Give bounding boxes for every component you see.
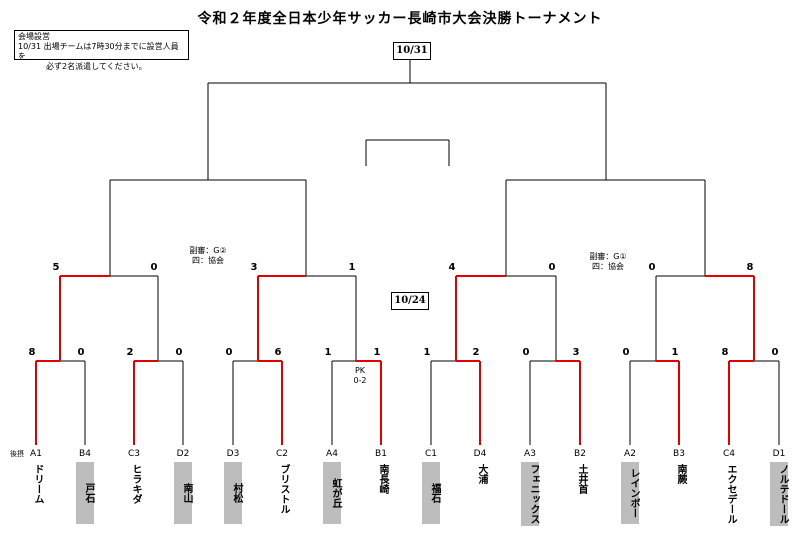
team-code: C3 xyxy=(127,449,140,459)
round1-score: 0 xyxy=(522,347,530,358)
team-code: D2 xyxy=(176,449,190,459)
team-name: レインボー xyxy=(621,462,639,524)
team-entry: B4 戸石 xyxy=(75,448,95,524)
notice-line-1: 10/31 出場チームは7時30分までに設営人員を xyxy=(18,42,179,61)
team-entry: C3 ヒラキダ xyxy=(124,448,144,506)
round1-score: 6 xyxy=(274,347,282,358)
team-name: フェニックス xyxy=(521,462,539,526)
team-entry: C2 ブリストル xyxy=(272,448,292,516)
team-name: ヒラキダ xyxy=(130,464,141,504)
page-title: 令和２年度全日本少年サッカー長崎市大会決勝トーナメント xyxy=(197,11,603,27)
team-code: C2 xyxy=(275,449,288,459)
round1-score: 1 xyxy=(423,347,431,358)
team-code: A4 xyxy=(326,449,338,459)
team-code: A2 xyxy=(624,449,636,459)
team-code: B4 xyxy=(79,449,91,459)
host-label: 後摂 xyxy=(10,450,24,458)
team-code: C1 xyxy=(424,449,437,459)
team-entry: D2 南山 xyxy=(173,448,193,524)
round2-score: 0 xyxy=(150,262,158,273)
notice-heading: 会場設営 xyxy=(18,32,50,41)
team-name: エクセデール xyxy=(725,464,736,524)
team-code: D3 xyxy=(226,449,240,459)
team-entry: B1 南長崎 xyxy=(371,448,391,496)
round1-score: 1 xyxy=(373,347,381,358)
round1-score: 0 xyxy=(771,347,779,358)
team-entry: B3 南蕨 xyxy=(669,448,689,486)
round2-score: 5 xyxy=(52,262,60,273)
right-assoc-note: 四：協会 xyxy=(592,262,624,271)
round1-score: 8 xyxy=(28,347,36,358)
round1-score: 2 xyxy=(126,347,134,358)
round1-score: 1 xyxy=(671,347,679,358)
team-name: ドリーム xyxy=(32,464,43,504)
team-entry: C1 福石 xyxy=(421,448,441,524)
round1-score: 8 xyxy=(721,347,729,358)
team-name: ブリストル xyxy=(278,464,289,514)
team-code: B2 xyxy=(574,449,586,459)
right-referee-note: 副審：G① xyxy=(589,252,627,261)
team-name: 南蕨 xyxy=(675,464,686,484)
team-name: 福石 xyxy=(422,462,440,524)
pk-score: 0-2 xyxy=(353,376,367,385)
round1-score: 2 xyxy=(472,347,480,358)
round1-score: 3 xyxy=(572,347,580,358)
team-entry: D3 村松 xyxy=(223,448,243,524)
team-code: C4 xyxy=(722,449,735,459)
round1-score: 0 xyxy=(622,347,630,358)
team-entry: D4 大浦 xyxy=(470,448,490,486)
team-name: 南山 xyxy=(174,462,192,524)
notice-line-2: 必ず2名派遣してください。 xyxy=(46,62,147,71)
round1-score: 0 xyxy=(175,347,183,358)
team-entry: A1 ドリーム xyxy=(26,448,46,506)
left-assoc-note: 四：協会 xyxy=(192,256,224,265)
semifinal-date-box: 10/24 xyxy=(391,292,429,310)
team-entry: D1 ノルテドール xyxy=(769,448,789,526)
team-entry: B2 土井首 xyxy=(570,448,590,496)
team-entry: A2 レインボー xyxy=(620,448,640,524)
team-entry: C4 エクセデール xyxy=(719,448,739,526)
team-code: A1 xyxy=(30,449,42,459)
round1-score: 1 xyxy=(324,347,332,358)
round2-score: 0 xyxy=(648,262,656,273)
pk-label: PK xyxy=(354,366,366,375)
team-name: 村松 xyxy=(224,462,242,524)
notice-box: 会場設営 10/31 出場チームは7時30分までに設営人員を 必ず2名派遣してく… xyxy=(14,30,189,71)
team-name: 大浦 xyxy=(476,464,487,484)
round2-score: 3 xyxy=(250,262,258,273)
team-name: 虹が丘 xyxy=(323,462,341,524)
team-code: D1 xyxy=(772,449,786,459)
left-referee-note: 副審：G② xyxy=(189,246,227,255)
team-name: 土井首 xyxy=(576,464,587,494)
team-code: A3 xyxy=(524,449,536,459)
team-entry: A4 虹が丘 xyxy=(322,448,342,524)
team-name: 戸石 xyxy=(76,462,94,524)
round2-score: 0 xyxy=(548,262,556,273)
team-name: 南長崎 xyxy=(377,464,388,494)
round2-score: 4 xyxy=(448,262,456,273)
final-date-box: 10/31 xyxy=(393,42,431,60)
team-entry: A3 フェニックス xyxy=(520,448,540,526)
team-code: B1 xyxy=(375,449,387,459)
round1-score: 0 xyxy=(225,347,233,358)
team-name: ノルテドール xyxy=(770,462,788,526)
team-code: B3 xyxy=(673,449,685,459)
round2-score: 8 xyxy=(746,262,754,273)
team-code: D4 xyxy=(473,449,487,459)
round1-score: 0 xyxy=(77,347,85,358)
round2-score: 1 xyxy=(348,262,356,273)
